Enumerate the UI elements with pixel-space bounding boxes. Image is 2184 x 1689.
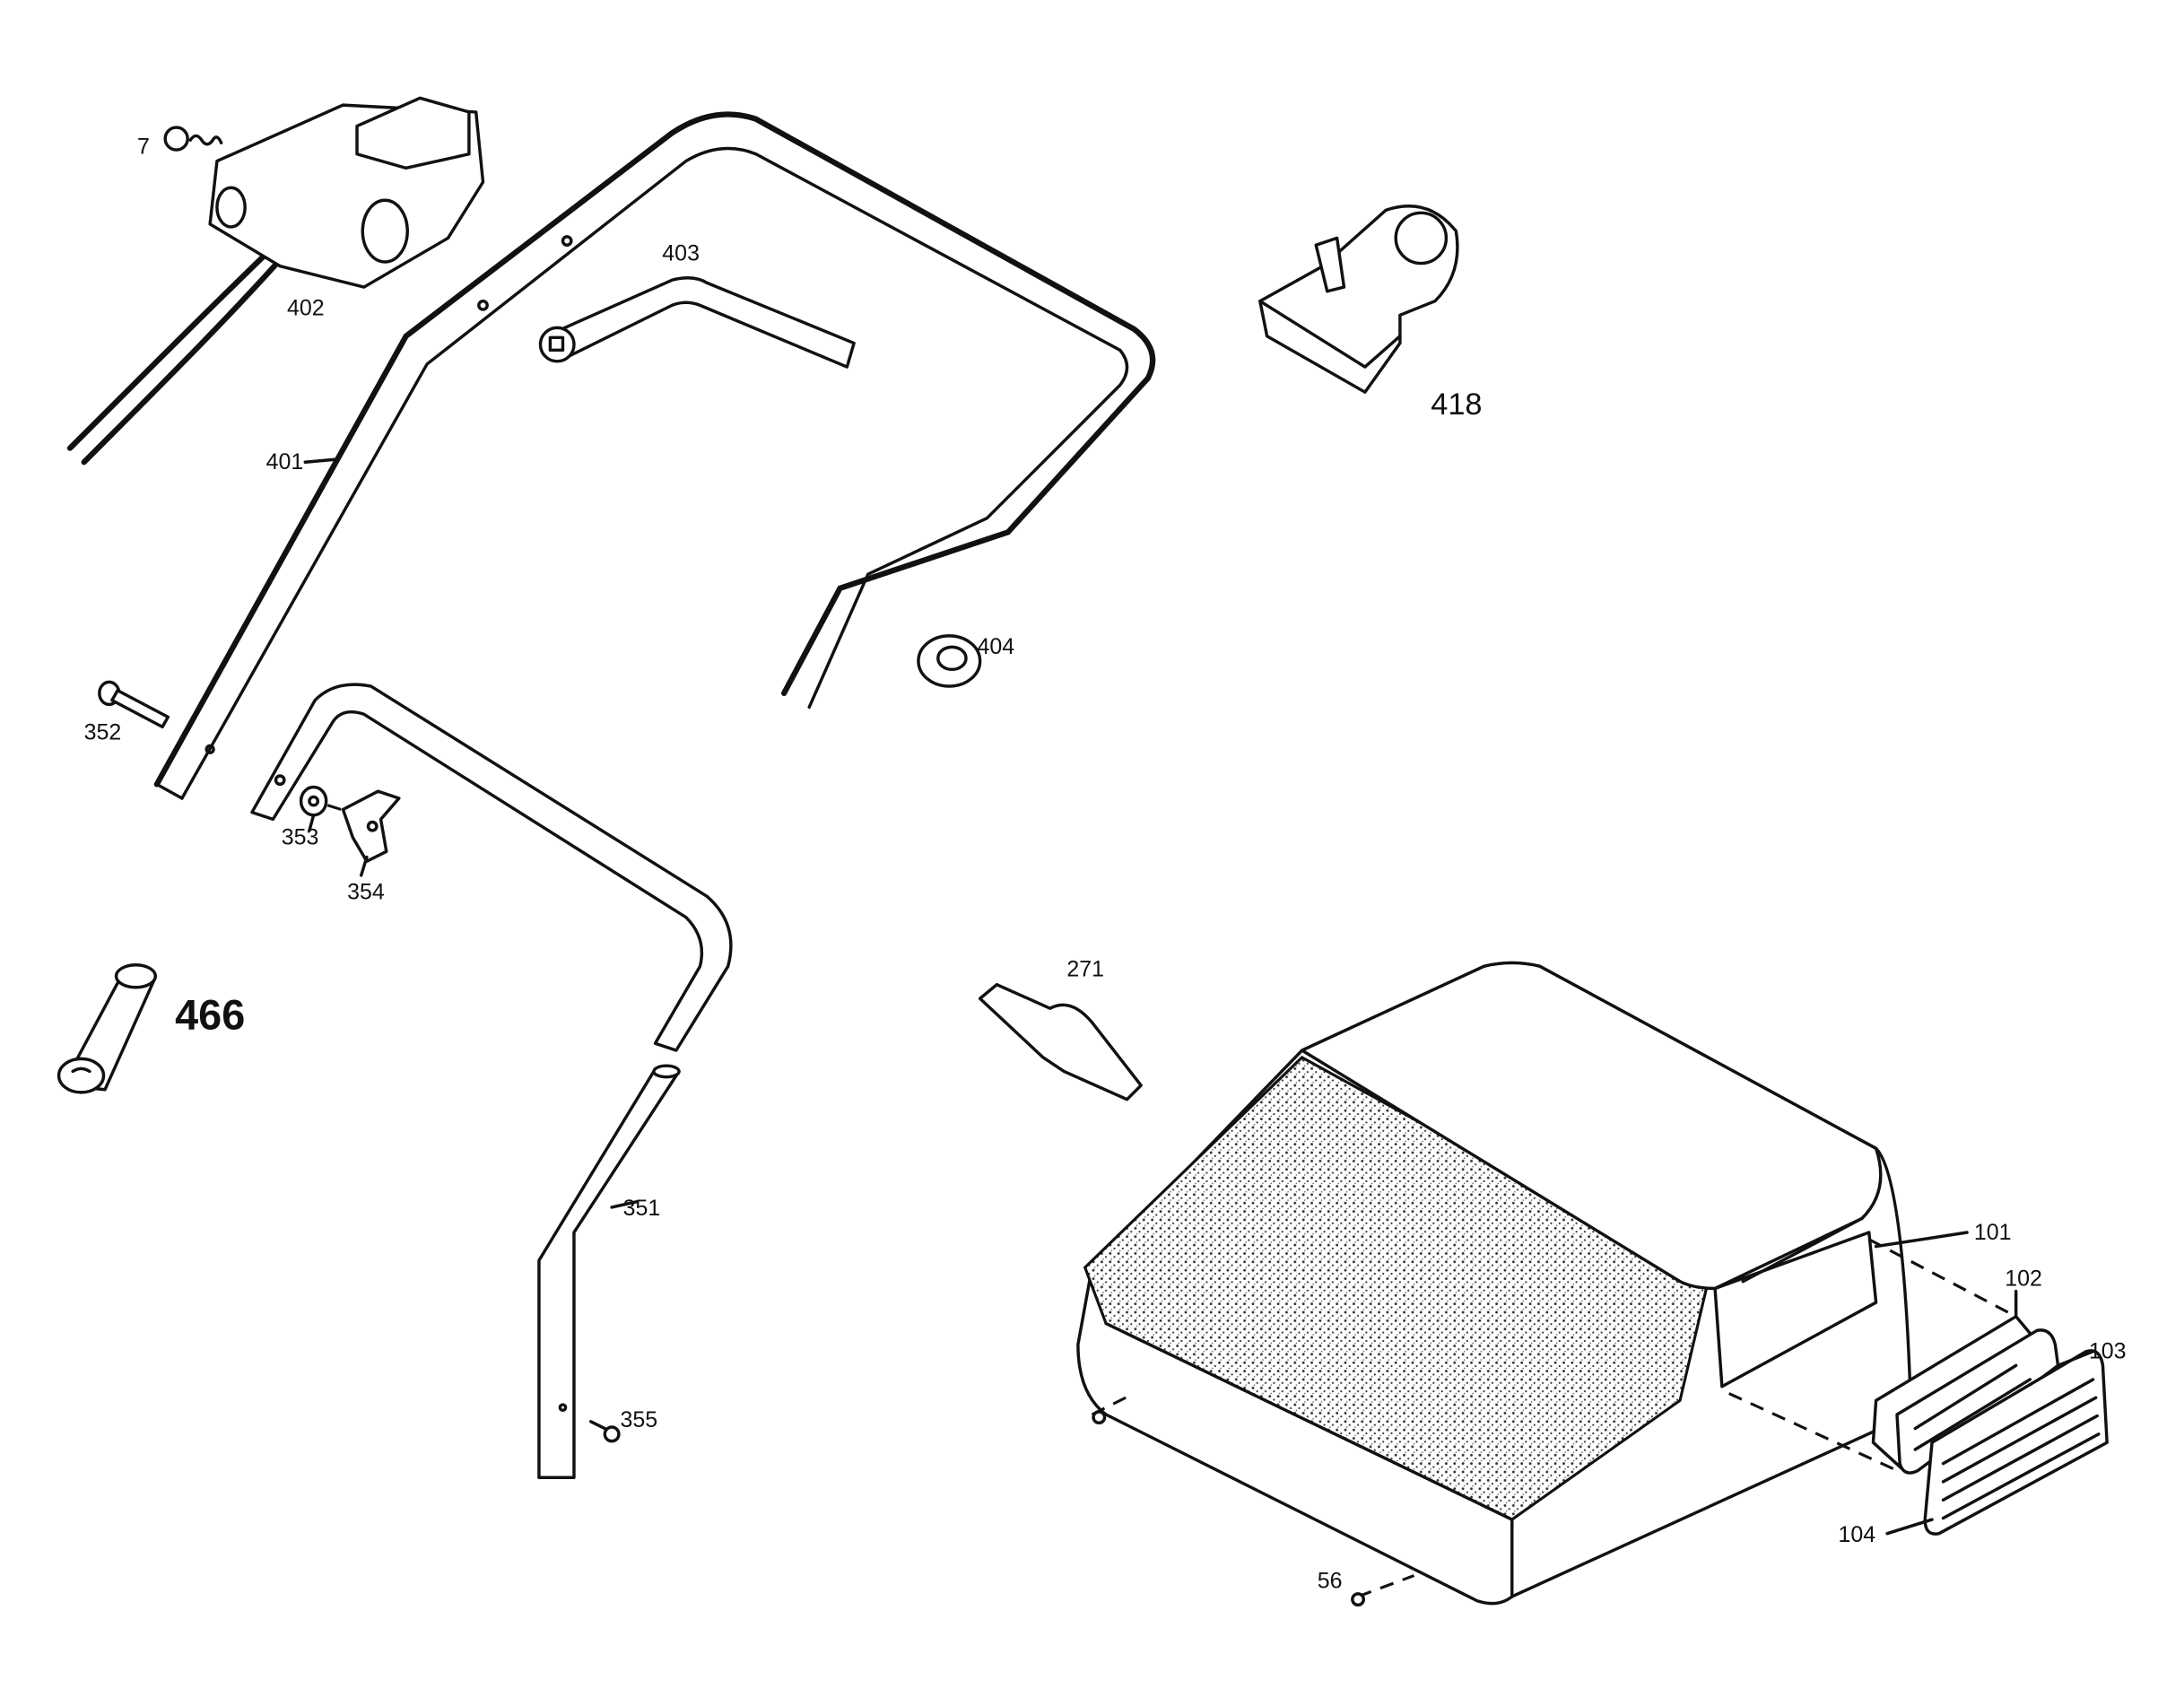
label-56: 56 [1318,1569,1343,1594]
part-352-bolt [98,680,170,729]
part-466-grip [57,963,157,1094]
part-402-switch-housing [66,96,485,466]
leader-lines [303,457,2095,1536]
part-354-knob [326,789,401,863]
label-352: 352 [84,719,122,744]
label-418: 418 [1431,387,1482,422]
label-101: 101 [1974,1220,2012,1245]
label-402: 402 [287,295,325,320]
label-102: 102 [2005,1266,2042,1291]
part-353-washer [299,785,328,817]
part-104-grille [1923,1349,2109,1536]
part-56-screw [1091,1392,1415,1607]
label-7: 7 [137,135,150,160]
label-354: 354 [347,879,385,904]
part-404-washer [917,634,982,688]
label-404: 404 [978,634,1015,659]
label-104: 104 [1838,1522,1875,1547]
label-466: 466 [175,992,245,1039]
label-355: 355 [620,1407,657,1432]
part-401-upper-handle [153,111,1156,800]
label-353: 353 [282,824,319,849]
lower-handle [250,683,733,1052]
part-355-screw [588,1420,621,1443]
part-351-lower-tube [537,1064,681,1479]
label-403: 403 [662,240,700,266]
label-271: 271 [1066,956,1104,981]
label-351: 351 [623,1196,661,1221]
label-103: 103 [2089,1339,2127,1364]
label-401: 401 [266,449,304,474]
part-7-screw [163,126,223,152]
part-403-lever [538,276,856,369]
part-418-bracket [1258,205,1459,394]
part-271-blade [978,982,1143,1101]
part-101-deck [1076,961,1913,1606]
